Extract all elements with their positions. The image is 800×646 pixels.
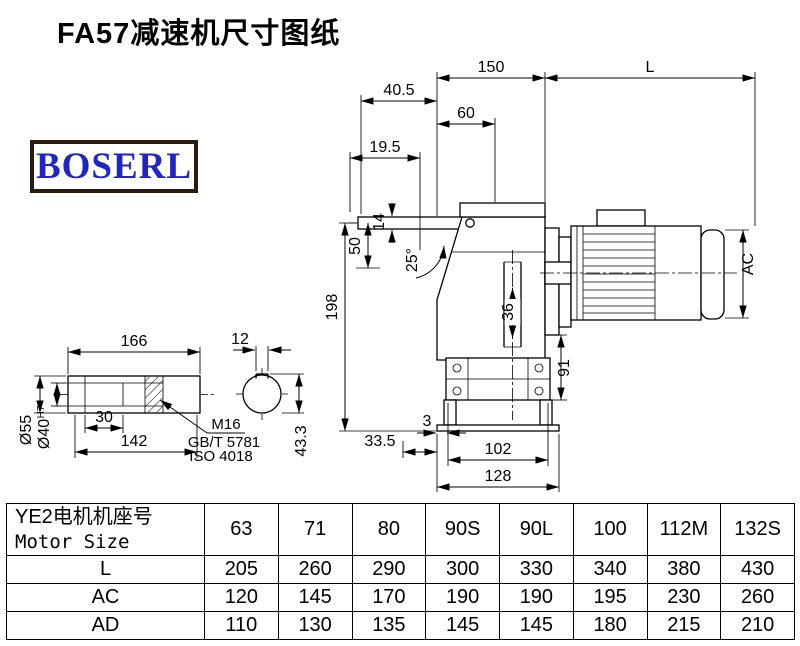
main-view-dimensions: 150 L 40.5 60 19.5 14 50 198 25° bbox=[324, 59, 757, 492]
cell-AC-0: 120 bbox=[204, 583, 279, 612]
dim-128-label: 128 bbox=[485, 468, 512, 485]
cell-AC-1: 145 bbox=[277, 583, 353, 612]
flange-bolt-hole bbox=[452, 386, 462, 396]
dim-36-label: 36 bbox=[500, 303, 517, 321]
dim-dia40-tolerance-label: H7 bbox=[36, 405, 47, 418]
motor-size-header-cn: YE2电机机座号 bbox=[15, 506, 153, 528]
dim-142-label: 142 bbox=[121, 433, 148, 450]
foot-right bbox=[539, 399, 553, 426]
brand-logo: BOSERL bbox=[30, 140, 198, 193]
cell-AC-2: 170 bbox=[351, 583, 427, 612]
housing-top-cap bbox=[459, 202, 546, 218]
motor-size-132s: 132S bbox=[720, 503, 795, 556]
dim-14-label: 14 bbox=[371, 213, 388, 231]
cell-L-1: 260 bbox=[277, 555, 353, 584]
fan-cover bbox=[700, 229, 725, 320]
motor-size-63: 63 bbox=[204, 503, 279, 556]
label-backing bbox=[504, 299, 521, 325]
main-view-gearbox-motor bbox=[348, 202, 737, 432]
cell-AD-3: 145 bbox=[425, 611, 500, 640]
thread-iso-standard-label: ISO 4018 bbox=[189, 448, 252, 465]
cell-AD-1: 130 bbox=[277, 611, 353, 640]
angle-arc-25 bbox=[415, 245, 447, 279]
thread-gb-standard-label: GB/T 5781 bbox=[188, 434, 260, 451]
row-label-L: L bbox=[6, 555, 205, 584]
cell-AC-3: 190 bbox=[425, 583, 500, 612]
row-label-AC: AC bbox=[6, 583, 205, 612]
cell-AC-7: 260 bbox=[720, 583, 795, 612]
table-row-AC: AC 120 145 170 190 190 195 230 260 bbox=[6, 583, 795, 612]
dim-dia55-label: Ø55 bbox=[18, 415, 35, 445]
cell-L-6: 380 bbox=[646, 555, 722, 584]
page-title: FA57减速机尺寸图纸 bbox=[57, 18, 341, 50]
motor-size-header-en: Motor Size bbox=[15, 531, 130, 553]
base-plate bbox=[436, 424, 560, 432]
dim-91-label: 91 bbox=[556, 359, 573, 377]
cell-AD-2: 135 bbox=[351, 611, 427, 640]
thread-m16-label: M16 bbox=[211, 416, 240, 433]
cell-L-5: 340 bbox=[572, 555, 648, 584]
shaft-detail-view: 166 30 142 Ø55 Ø40 H7 M16 bbox=[18, 333, 260, 465]
motor-size-80: 80 bbox=[351, 503, 427, 556]
dim-198-label: 198 bbox=[324, 294, 341, 321]
dim-43-3-label: 43.3 bbox=[293, 425, 310, 456]
dim-AC-label: AC bbox=[740, 253, 757, 275]
table-row-L: L 205 260 290 300 330 340 380 430 bbox=[6, 555, 795, 584]
bore-circle bbox=[242, 374, 282, 414]
cell-AD-6: 215 bbox=[646, 611, 722, 640]
dim-33-5-label: 33.5 bbox=[364, 433, 395, 450]
motor-size-71: 71 bbox=[277, 503, 353, 556]
cell-L-3: 300 bbox=[425, 555, 500, 584]
motor-size-112m: 112M bbox=[646, 503, 722, 556]
dim-25deg-label: 25° bbox=[404, 248, 421, 272]
brand-logo-text: BOSERL bbox=[35, 146, 193, 187]
flange-bolt-hole bbox=[534, 386, 544, 396]
dim-12-label: 12 bbox=[231, 331, 249, 348]
thread-hatch bbox=[145, 377, 163, 412]
table-header-row: YE2电机机座号 Motor Size 63 71 80 90S 90L 100… bbox=[6, 503, 795, 556]
dim-19-5-label: 19.5 bbox=[369, 139, 400, 156]
gearbox-housing bbox=[436, 216, 546, 361]
motor-size-90l: 90L bbox=[499, 503, 574, 556]
cell-AD-5: 180 bbox=[572, 611, 648, 640]
cell-AC-6: 230 bbox=[646, 583, 722, 612]
spec-table: YE2电机机座号 Motor Size 63 71 80 90S 90L 100… bbox=[6, 503, 795, 640]
hollow-shaft-outline bbox=[67, 375, 201, 414]
cell-AC-5: 195 bbox=[572, 583, 648, 612]
dim-166-label: 166 bbox=[121, 333, 148, 350]
cell-L-4: 330 bbox=[499, 555, 574, 584]
leader-line bbox=[159, 399, 208, 434]
dim-102-label: 102 bbox=[485, 441, 512, 458]
cell-L-2: 290 bbox=[351, 555, 427, 584]
dim-dia40-label: Ø40 bbox=[36, 419, 53, 449]
foot-left bbox=[443, 399, 457, 426]
flange-bolt-hole bbox=[534, 363, 544, 373]
motor-size-100: 100 bbox=[572, 503, 648, 556]
dim-L-label: L bbox=[646, 59, 655, 76]
dim-40-5-label: 40.5 bbox=[383, 82, 414, 99]
cell-AD-4: 145 bbox=[499, 611, 574, 640]
motor-size-header-cell: YE2电机机座号 Motor Size bbox=[6, 503, 205, 556]
row-label-AD: AD bbox=[6, 611, 205, 640]
flange-bolt-hole bbox=[452, 363, 462, 373]
cell-L-0: 205 bbox=[204, 555, 279, 584]
technical-drawing: 150 L 40.5 60 19.5 14 50 198 25° bbox=[18, 59, 757, 492]
cell-AD-0: 110 bbox=[204, 611, 279, 640]
dim-30-label: 30 bbox=[95, 409, 113, 426]
cell-AC-4: 190 bbox=[499, 583, 574, 612]
terminal-box bbox=[596, 209, 646, 227]
bore-section-view: 12 43.3 bbox=[231, 331, 310, 457]
cell-AD-7: 210 bbox=[720, 611, 795, 640]
cell-L-7: 430 bbox=[720, 555, 795, 584]
motor-fins bbox=[583, 233, 655, 314]
dim-50-label: 50 bbox=[347, 237, 364, 255]
dim-60-label: 60 bbox=[457, 105, 475, 122]
motor-size-90s: 90S bbox=[425, 503, 500, 556]
dim-150-label: 150 bbox=[478, 59, 505, 76]
input-shaft-bolt bbox=[465, 218, 475, 228]
dim-3-label: 3 bbox=[423, 413, 432, 430]
table-row-AD: AD 110 130 135 145 145 180 215 210 bbox=[6, 611, 795, 640]
